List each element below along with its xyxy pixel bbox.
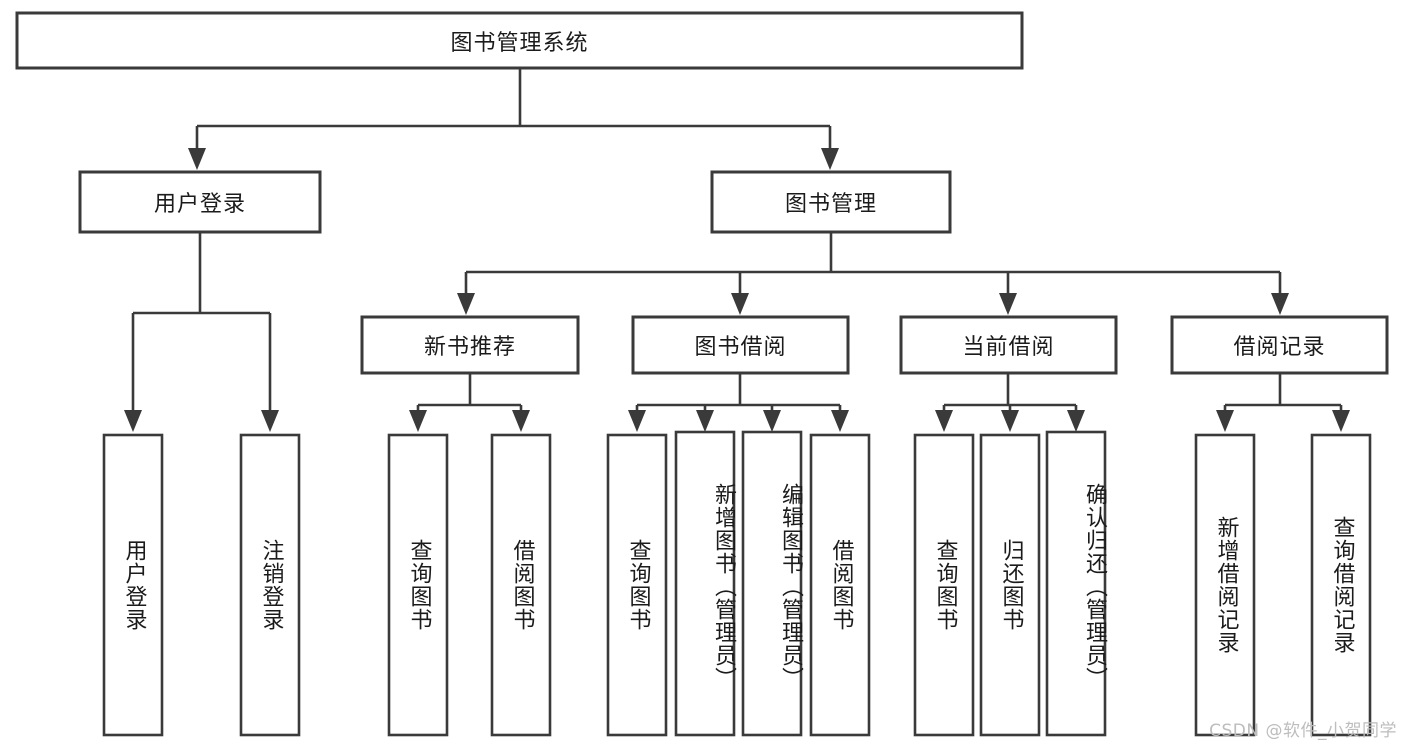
node-root[interactable] [15, 11, 1024, 70]
leaf-new-book-0[interactable] [387, 433, 449, 737]
connector-borrow-to-leaves [628, 373, 849, 432]
node-book-borrow[interactable] [631, 315, 850, 375]
leaf-user-login-1[interactable] [239, 433, 301, 737]
leaf-borrow-record-1[interactable] [1310, 433, 1372, 737]
connector-userlogin-to-leaves [124, 232, 279, 432]
connector-current-to-leaves [935, 373, 1085, 432]
connector-root-to-level2 [188, 68, 839, 170]
connector-record-to-leaves [1216, 373, 1350, 432]
leaf-current-borrow-2[interactable] [1045, 430, 1107, 737]
leaf-current-borrow-1[interactable] [979, 433, 1041, 737]
node-current-borrow[interactable] [899, 315, 1118, 375]
node-borrow-record[interactable] [1170, 315, 1389, 375]
leaf-current-borrow-0[interactable] [913, 433, 975, 737]
connector-bookmgmt-to-level3 [457, 232, 1289, 315]
node-new-book-recommend[interactable] [360, 315, 580, 375]
node-user-login[interactable] [78, 170, 322, 234]
node-book-management[interactable] [710, 170, 952, 234]
leaf-book-borrow-1[interactable] [674, 430, 736, 737]
leaf-user-login-0[interactable] [102, 433, 164, 737]
leaf-book-borrow-0[interactable] [606, 433, 668, 737]
leaf-borrow-record-0[interactable] [1194, 433, 1256, 737]
connector-newbook-to-leaves [409, 373, 530, 432]
leaf-book-borrow-2[interactable] [741, 430, 803, 737]
leaf-book-borrow-3[interactable] [809, 433, 871, 737]
leaf-new-book-1[interactable] [490, 433, 552, 737]
